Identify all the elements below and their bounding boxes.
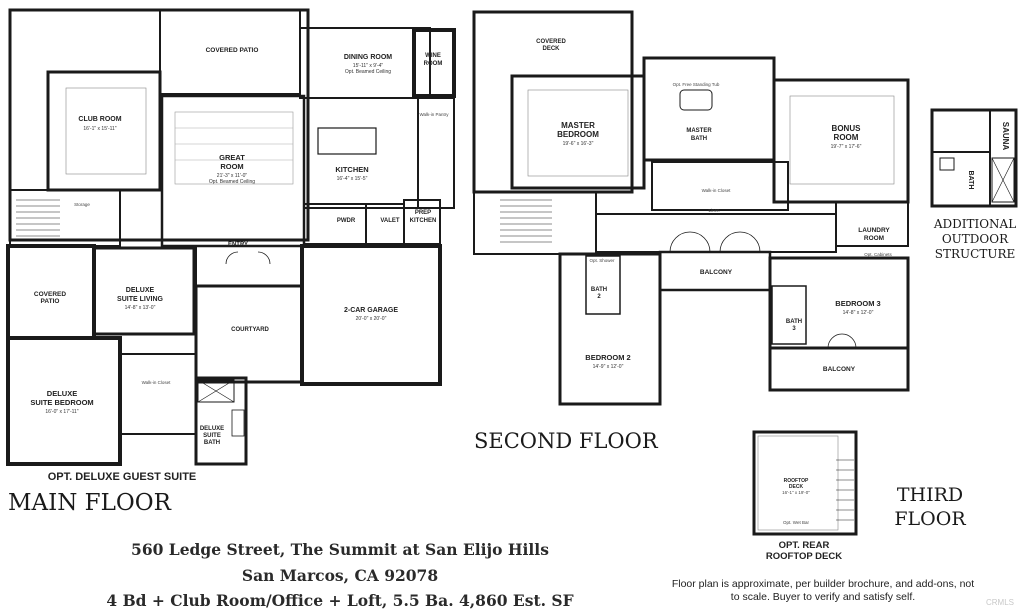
rooftop-deck-label-1: ROOFTOP bbox=[784, 478, 809, 484]
guest-patio-label-2: PATIO bbox=[41, 298, 60, 305]
wine-room-label-2: ROOM bbox=[424, 61, 443, 67]
great-room-dim: 21'-3" x 11'-0" bbox=[217, 173, 248, 179]
laundry-room-label-1: LAUNDRY bbox=[858, 227, 890, 234]
club-room-label: CLUB ROOM bbox=[78, 116, 121, 123]
prep-kitchen-label-2: KITCHEN bbox=[410, 218, 437, 224]
third-floor-plan bbox=[752, 430, 858, 536]
guest-suite-caption: OPT. DELUXE GUEST SUITE bbox=[48, 471, 197, 483]
guest-patio-label-1: COVERED bbox=[34, 291, 66, 298]
suite-bath-label-2: SUITE bbox=[203, 433, 221, 439]
third-floor-labels: ROOFTOP DECK 16'-1" x 19'-0" Opt. Wet Ba… bbox=[766, 478, 966, 562]
listing-details: 4 Bd + Club Room/Office + Loft, 5.5 Ba. … bbox=[106, 591, 574, 610]
suite-living-dim: 14'-8" x 13'-0" bbox=[125, 305, 156, 311]
master-walkin-closet-label: Walk-in Closet bbox=[702, 188, 732, 193]
outdoor-caption-3: STRUCTURE bbox=[935, 247, 1015, 261]
bedroom2-dim: 14'-9" x 12'-0" bbox=[593, 364, 624, 370]
bath2-opt-shower-label: Opt. Shower bbox=[589, 258, 615, 263]
bath3-label-2: 3 bbox=[792, 326, 796, 332]
balcony-right-label: BALCONY bbox=[823, 366, 856, 373]
rooftop-deck-dim: 16'-1" x 19'-0" bbox=[782, 490, 810, 495]
main-floor-labels: COVERED PATIO CLUB ROOM 16'-1" x 15'-11"… bbox=[8, 47, 449, 516]
bath2-label-1: BATH bbox=[591, 287, 607, 293]
suite-bedroom-dim: 16'-0" x 17'-11" bbox=[45, 409, 78, 415]
rear-rooftop-caption-1: OPT. REAR bbox=[779, 540, 830, 551]
bonus-room-dim: 19'-7" x 17'-6" bbox=[831, 144, 862, 150]
address-line-2: San Marcos, CA 92078 bbox=[241, 566, 439, 585]
crmls-watermark: CRMLS bbox=[986, 598, 1015, 607]
club-room-dim: 16'-1" x 15'-11" bbox=[83, 126, 116, 132]
outdoor-bath-label: BATH bbox=[967, 171, 974, 190]
bath3-label-1: BATH bbox=[786, 319, 802, 325]
disclaimer-text: Floor plan is approximate, per builder b… bbox=[671, 578, 975, 603]
great-room-label-1: GREAT bbox=[219, 153, 245, 162]
bath2-label-2: 2 bbox=[597, 294, 601, 300]
address-line-1: 560 Ledge Street, The Summit at San Elij… bbox=[131, 540, 549, 559]
great-room-label-2: ROOM bbox=[220, 162, 243, 171]
bedroom3-label: BEDROOM 3 bbox=[835, 299, 880, 308]
suite-walkin-closet-label: Walk-in Closet bbox=[142, 380, 172, 385]
suite-bedroom-label-2: SUITE BEDROOM bbox=[30, 398, 93, 407]
suite-bath-label-3: BATH bbox=[204, 440, 220, 446]
second-floor-plan bbox=[472, 10, 910, 406]
balcony-mid-label: BALCONY bbox=[700, 269, 733, 276]
bonus-room-label-1: BONUS bbox=[832, 124, 862, 133]
outdoor-structure-labels: SAUNA BATH ADDITIONAL OUTDOOR STRUCTURE bbox=[933, 122, 1016, 261]
prep-kitchen-label-1: PREP bbox=[415, 210, 431, 216]
main-floor-title: MAIN FLOOR bbox=[8, 490, 172, 516]
covered-deck-label-1: COVERED bbox=[536, 39, 566, 45]
valet-label: VALET bbox=[380, 218, 400, 224]
dining-room-note: Opt. Beamed Ceiling bbox=[345, 69, 391, 75]
bedroom3-dim: 14'-8" x 12'-0" bbox=[843, 310, 874, 316]
linen-label: Linen bbox=[708, 208, 720, 213]
covered-patio-label: COVERED PATIO bbox=[206, 47, 259, 54]
suite-living-label-2: SUITE LIVING bbox=[117, 296, 163, 303]
kitchen-label: KITCHEN bbox=[335, 165, 368, 174]
master-bedroom-label-2: BEDROOM bbox=[557, 130, 599, 139]
rear-rooftop-caption-2: ROOFTOP DECK bbox=[766, 551, 842, 562]
opt-cabinets-label: Opt. Cabinets bbox=[864, 252, 892, 257]
wine-room-label-1: WINE bbox=[425, 53, 441, 59]
sauna-label: SAUNA bbox=[1001, 122, 1010, 151]
second-floor-labels: COVERED DECK MASTER BEDROOM 19'-6" x 16'… bbox=[474, 39, 893, 453]
master-bath-label-2: BATH bbox=[691, 136, 707, 142]
master-bath-label-1: MASTER bbox=[686, 128, 712, 134]
master-bedroom-label-1: MASTER bbox=[561, 121, 595, 130]
second-floor-title: SECOND FLOOR bbox=[474, 429, 659, 453]
courtyard-label: COURTYARD bbox=[231, 327, 269, 333]
storage-label: Storage bbox=[74, 202, 90, 207]
main-floor-plan bbox=[6, 8, 456, 466]
dining-room-label: DINING ROOM bbox=[344, 54, 392, 61]
suite-bedroom-label-1: DELUXE bbox=[47, 389, 77, 398]
covered-deck-label-2: DECK bbox=[542, 46, 560, 52]
outdoor-caption-1: ADDITIONAL bbox=[933, 217, 1016, 231]
kitchen-dim: 16'-4" x 15'-5" bbox=[337, 176, 368, 182]
suite-bath-label-1: DELUXE bbox=[200, 426, 224, 432]
suite-living-label-1: DELUXE bbox=[126, 287, 155, 294]
bonus-room-label-2: ROOM bbox=[834, 133, 859, 142]
rooftop-deck-label-2: DECK bbox=[789, 484, 804, 490]
outdoor-structure-plan bbox=[930, 108, 1018, 208]
free-standing-tub-label: Opt. Free Standing Tub bbox=[673, 82, 720, 87]
opt-wet-bar-label: Opt. Wet Bar bbox=[783, 520, 809, 525]
garage-dim: 20'-0" x 20'-0" bbox=[356, 316, 387, 322]
third-floor-title-1: THIRD bbox=[897, 484, 963, 506]
outdoor-caption-2: OUTDOOR bbox=[942, 232, 1009, 246]
dining-room-dim: 15'-11" x 9'-4" bbox=[353, 63, 384, 69]
powder-room-label: PWDR bbox=[337, 218, 356, 224]
third-floor-title-2: FLOOR bbox=[894, 508, 966, 530]
entry-label: ENTRY bbox=[228, 242, 248, 248]
bedroom2-label: BEDROOM 2 bbox=[585, 353, 630, 362]
master-bedroom-dim: 19'-6" x 16'-3" bbox=[563, 141, 594, 147]
great-room-note: Opt. Beamed Ceiling bbox=[209, 179, 255, 185]
garage-label: 2-CAR GARAGE bbox=[344, 307, 398, 314]
walkin-pantry-label: Walk-in Pantry bbox=[419, 112, 449, 117]
laundry-room-label-2: ROOM bbox=[864, 235, 884, 242]
